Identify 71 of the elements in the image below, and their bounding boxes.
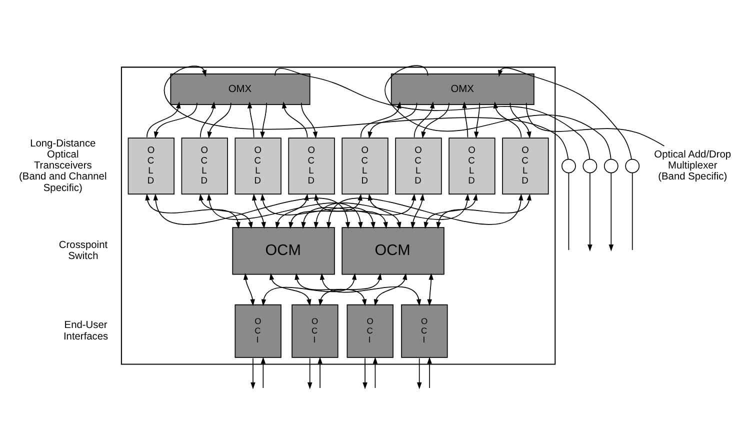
arrow [498,67,632,160]
arrow [372,356,378,388]
arrow [261,272,357,306]
node-box: O C I [234,304,282,358]
arrow [424,193,478,228]
node-box: O C L D [448,137,496,194]
arrow [243,272,255,306]
arrow [410,193,425,228]
arrow [416,357,422,389]
node-circle [582,158,598,173]
arrow [510,102,532,138]
arrow [207,102,232,138]
arrow [198,193,253,228]
arrow [588,172,592,251]
connector [526,102,665,146]
arrow [493,101,522,138]
arrow [282,101,308,138]
arrow [474,102,480,138]
arrow [153,193,350,228]
arrow [200,101,216,138]
arrow [300,102,318,138]
arrow [247,101,254,138]
node-box: O C L D [502,137,549,194]
node-box: O C I [346,304,394,358]
node-box: O C L D [342,137,388,194]
node-box: O C L D [234,137,282,194]
arrow [462,101,468,138]
arrow [154,102,198,138]
arrow [368,102,418,138]
arrow [414,101,435,138]
arrow [294,272,367,306]
arrow [362,357,368,389]
arrow [307,357,312,389]
label: Long-Distance Optical Transceivers (Band and Channel Specific) [19,138,107,194]
arrow [252,193,266,228]
node-box: O C L D [288,137,335,194]
node-circle [604,158,618,173]
connector [632,172,633,250]
arrow [436,193,532,228]
arrow [421,102,450,138]
arrow [427,356,432,388]
node-box: OMX [390,73,534,104]
label: End-User Interfaces [63,320,108,342]
node-text: Optical Add/Drop Multiplexer (Band Specific) [654,149,732,182]
arrow [608,172,614,251]
arrow [269,272,312,306]
arrow [275,193,309,228]
arrow [145,193,240,228]
label: Crosspoint Switch [58,240,108,262]
node-box: OCM [342,226,444,274]
arrow [318,356,322,388]
node-box: O C L D [395,137,442,194]
arrow [146,101,181,138]
node-circle [562,158,576,173]
arrow [260,356,266,388]
node-box: OMX [170,73,310,104]
arrow [260,102,267,138]
node-box: OCM [232,226,335,274]
arrow [360,101,402,138]
arrow [250,357,256,389]
node-circle [625,158,640,173]
connector [568,172,570,250]
node-box: O C L D [128,137,174,194]
arrow [427,272,434,306]
node-box: O C I [401,304,448,358]
node-box: O C L D [181,137,228,194]
node-box: O C I [292,304,338,358]
arrow [374,272,408,306]
connector [384,64,612,159]
arrow [318,272,382,306]
arrow [320,272,422,306]
